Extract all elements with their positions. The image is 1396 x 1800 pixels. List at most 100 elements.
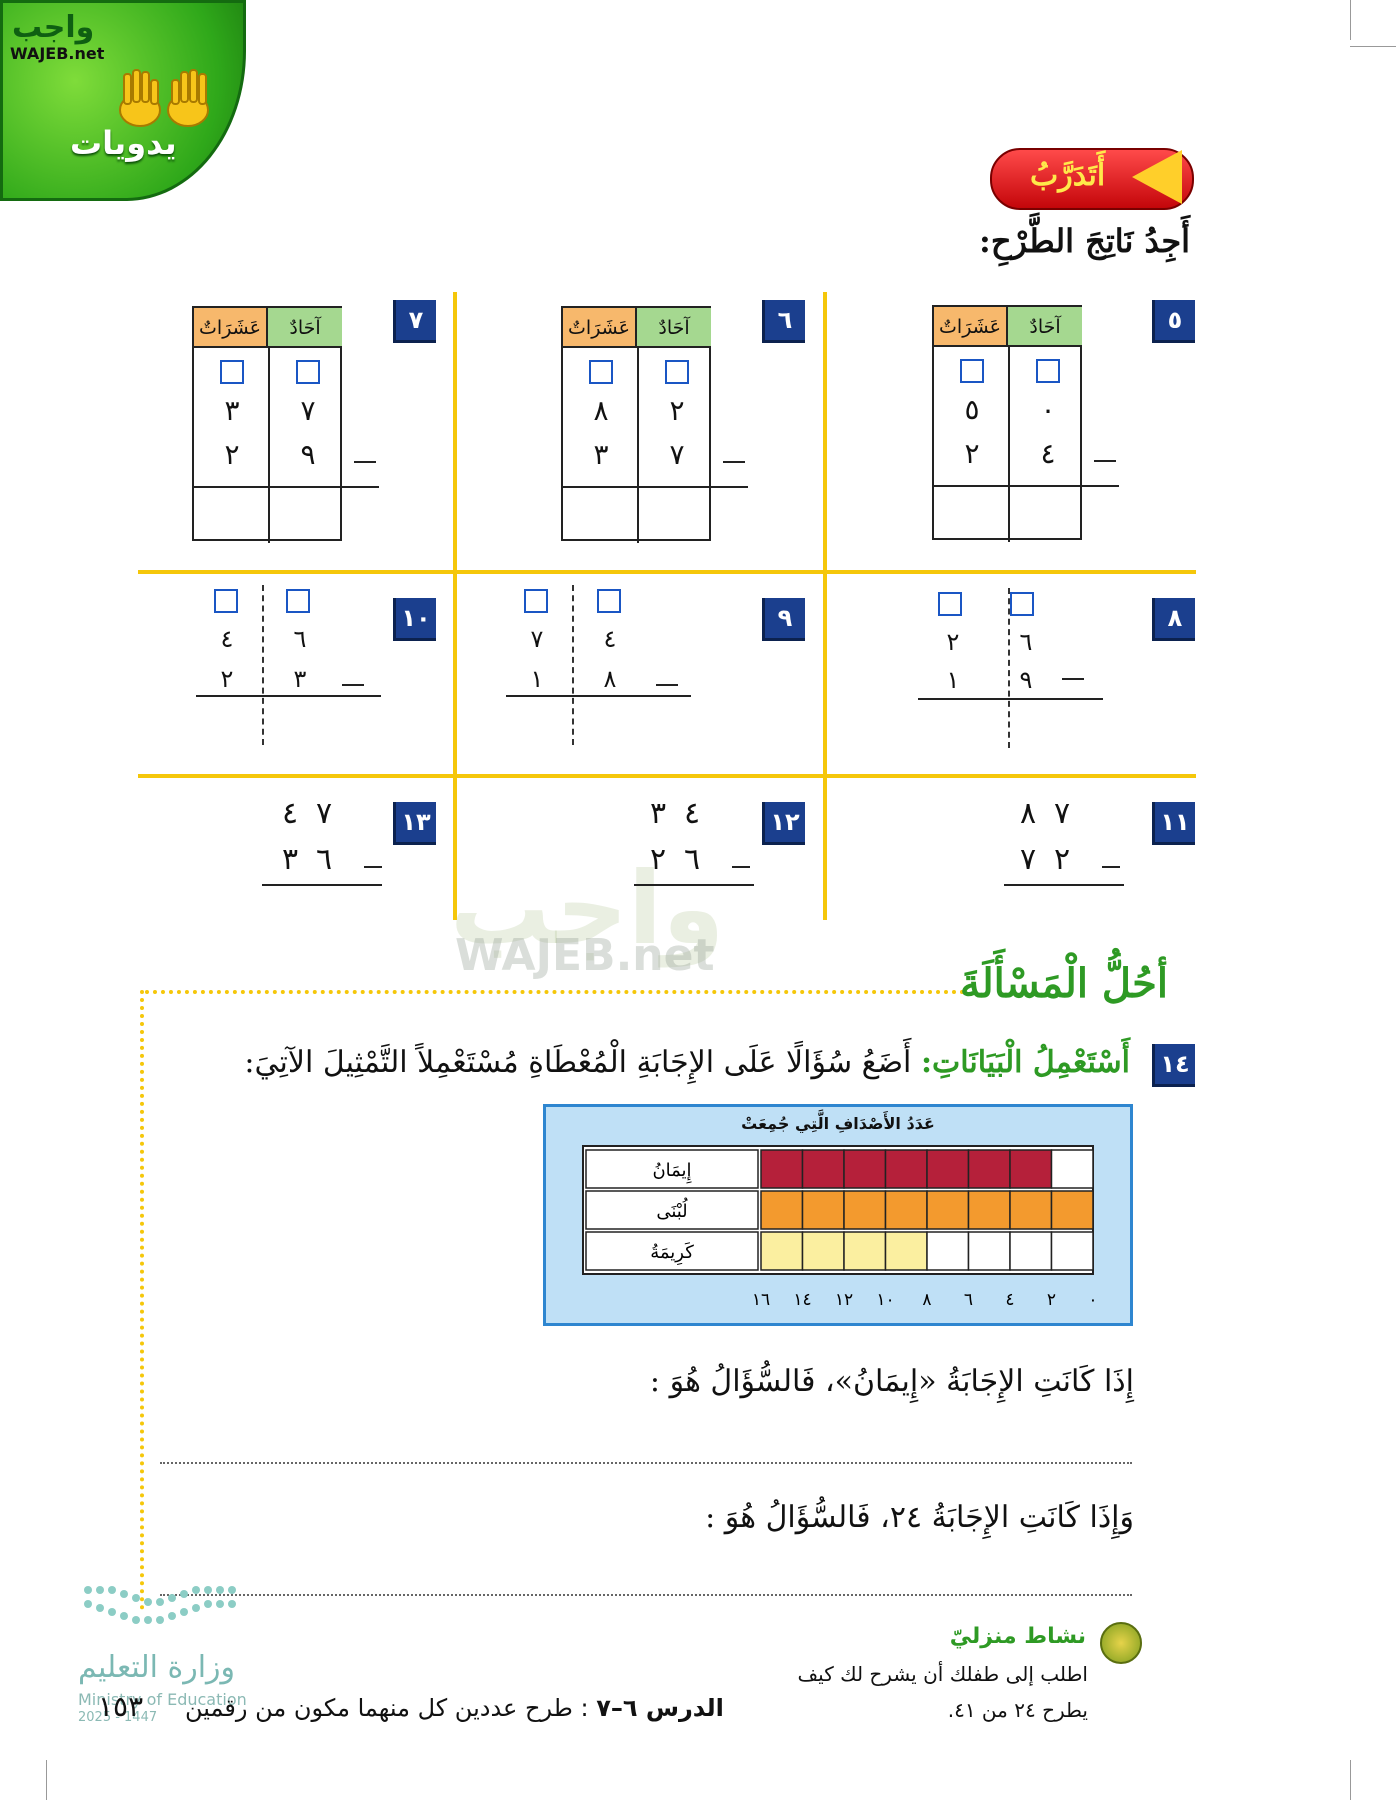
digit: ٤ — [220, 625, 234, 653]
answer-box[interactable] — [938, 592, 962, 616]
bar-cell — [884, 1149, 928, 1189]
answer-prompt: إِذَا كَانَتِ الإِجَابَةُ «إِيمَانُ»، فَ… — [649, 1364, 1134, 1399]
practice-label: أَتَدَرَّبُ — [1030, 158, 1106, 193]
x-tick-label: ١٤ — [793, 1290, 811, 1310]
digit: ٢ — [946, 628, 960, 656]
question-number: ٦ — [762, 300, 805, 343]
crop-mark — [1350, 0, 1351, 40]
digit: ١ — [946, 666, 960, 694]
bar-cell — [926, 1149, 970, 1189]
x-tick-label: ٦ — [964, 1290, 973, 1310]
digit: ٨ — [1019, 796, 1037, 831]
watermark: واجب — [450, 850, 725, 967]
subtraction-problem: ٤ ٦ ٢ ٣ — [172, 585, 381, 745]
bar-cell — [884, 1190, 928, 1230]
tens-header: عَشَرَاتٌ — [934, 307, 1008, 347]
minus-sign — [1094, 460, 1116, 462]
digit: ٧ — [300, 394, 316, 427]
home-activity-title: نشاط منزليّ — [949, 1624, 1086, 1649]
row-label-cell — [585, 1149, 759, 1189]
answer-box[interactable] — [296, 360, 320, 384]
ones-header: آحَادٌ — [268, 308, 342, 348]
x-tick-label: ٢ — [1047, 1290, 1056, 1310]
bar-cell — [1009, 1149, 1053, 1189]
answer-line[interactable] — [160, 1594, 1132, 1596]
section-divider — [140, 990, 144, 1610]
digit: ٢ — [964, 437, 980, 470]
digit: ٢ — [224, 438, 240, 471]
bar-cell — [1050, 1231, 1094, 1271]
logo: واجب — [12, 10, 95, 45]
digit: ٧ — [530, 625, 544, 653]
minus-sign — [342, 684, 364, 686]
x-tick-label: ١٦ — [752, 1290, 770, 1310]
digit: ٢ — [669, 394, 685, 427]
answer-box[interactable] — [286, 589, 310, 613]
digit: ٥ — [964, 393, 980, 426]
question-number: ٧ — [393, 300, 436, 343]
bar-cell — [801, 1231, 845, 1271]
question-number: ١٠ — [393, 598, 436, 641]
page-number: ١٥٣ — [98, 1690, 144, 1723]
bar-cell — [801, 1149, 845, 1189]
home-icon — [1100, 1622, 1142, 1664]
digit: ٢ — [649, 842, 667, 877]
question-number: ٨ — [1152, 598, 1195, 641]
question-number: ١٣ — [393, 802, 436, 845]
grid-line — [453, 292, 457, 920]
ministry-name-en: Ministry of Education — [78, 1690, 247, 1709]
place-value-table: عَشَرَاتٌ آحَادٌ ٥ ٠ ٢ ٤ — [932, 305, 1119, 542]
minus-sign — [1102, 866, 1120, 868]
subtraction-problem: ٧ ٤ ١ ٨ — [482, 585, 691, 745]
home-activity-text: يطرح ٢٤ من ٤١. — [947, 1698, 1088, 1722]
digit: ٩ — [1019, 666, 1033, 694]
digit: ٣ — [281, 842, 299, 877]
bar-cell — [801, 1190, 845, 1230]
digit: ٧ — [669, 438, 685, 471]
answer-box[interactable] — [214, 589, 238, 613]
answer-box[interactable] — [597, 589, 621, 613]
question-number: ١١ — [1152, 802, 1195, 845]
crop-mark — [1350, 46, 1396, 47]
minus-sign — [364, 866, 382, 868]
x-tick-label: ٤ — [1005, 1290, 1014, 1310]
crop-mark — [46, 1760, 47, 1800]
question-prefix: أَسْتَعْمِلُ الْبَيَانَاتِ: — [920, 1045, 1130, 1080]
place-value-table: عَشَرَاتٌ آحَادٌ ٣ ٧ ٢ ٩ — [192, 306, 379, 543]
answer-box[interactable] — [524, 589, 548, 613]
answer-box[interactable] — [1010, 592, 1034, 616]
bar-cell — [843, 1231, 887, 1271]
answer-prompt: وَإِذَا كَانَتِ الإِجَابَةُ ٢٤، فَالسُّؤ… — [705, 1500, 1134, 1535]
lesson-label: الدرس ٦–٧ — [596, 1694, 724, 1722]
row-label-cell — [585, 1190, 759, 1230]
badge-title: يدويات — [70, 124, 177, 162]
answer-box[interactable] — [960, 359, 984, 383]
grid-line — [138, 570, 1196, 574]
tens-header: عَشَرَاتٌ — [563, 308, 637, 348]
digit: ٣ — [649, 796, 667, 831]
crop-mark — [1350, 1760, 1351, 1800]
bar-cell — [1009, 1231, 1053, 1271]
bar-cell — [926, 1190, 970, 1230]
row-label-cell — [585, 1231, 759, 1271]
digit: ٦ — [1019, 628, 1033, 656]
digit: ٣ — [293, 665, 307, 693]
digit: ٢ — [1053, 842, 1071, 877]
question-text: أَسْتَعْمِلُ الْبَيَانَاتِ: أَضَعُ سُؤَا… — [244, 1045, 1130, 1080]
answer-box[interactable] — [589, 360, 613, 384]
row-label: كَرِيمَةُ — [650, 1242, 694, 1265]
bar-cell — [843, 1149, 887, 1189]
tens-header: عَشَرَاتٌ — [194, 308, 268, 348]
digit: ٨ — [603, 665, 617, 693]
bar-cell — [884, 1231, 928, 1271]
digit: ٧ — [315, 796, 333, 831]
answer-box[interactable] — [665, 360, 689, 384]
ones-header: آحَادٌ — [1008, 307, 1082, 347]
ministry-logo-icon — [84, 1586, 236, 1624]
answer-line[interactable] — [160, 1462, 1132, 1464]
answer-box[interactable] — [220, 360, 244, 384]
x-tick-label: ١٠ — [876, 1290, 894, 1310]
digit: ٠ — [1040, 393, 1056, 426]
answer-box[interactable] — [1036, 359, 1060, 383]
